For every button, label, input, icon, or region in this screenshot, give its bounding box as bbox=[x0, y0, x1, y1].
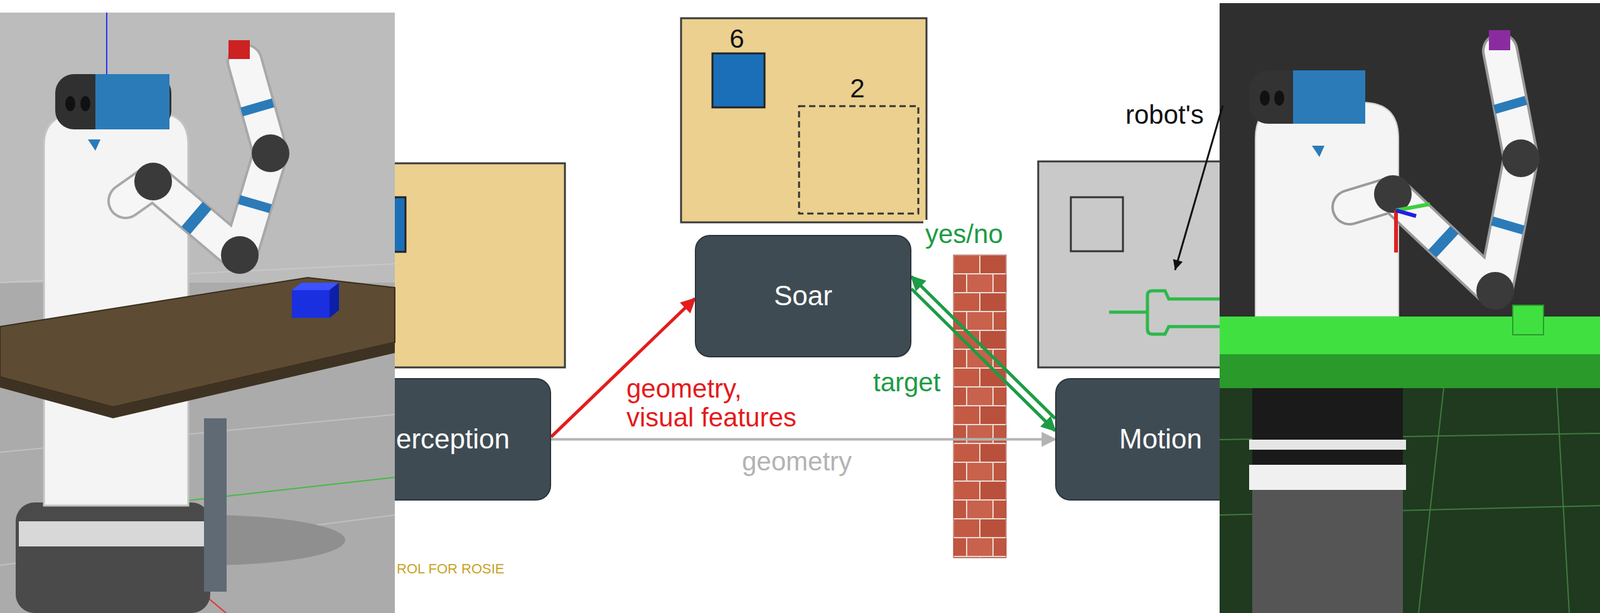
process-box: Motion bbox=[1055, 377, 1220, 501]
arm-band bbox=[256, 102, 259, 112]
robot-eye bbox=[80, 96, 91, 112]
logo-mark bbox=[87, 139, 101, 151]
tan-panel bbox=[376, 163, 565, 368]
axis-y bbox=[1395, 204, 1430, 211]
note-label: ROL FOR ROSIE bbox=[396, 561, 505, 577]
scene-panel-top bbox=[681, 18, 927, 223]
gripper-outline bbox=[1147, 290, 1231, 334]
process-box: Soar bbox=[694, 234, 912, 358]
robot-base bbox=[15, 502, 211, 613]
cube-side bbox=[329, 282, 339, 318]
table-band bbox=[1219, 354, 1600, 388]
robot-eye bbox=[1259, 90, 1270, 106]
arm-joint bbox=[220, 236, 259, 274]
callout-number: 2 bbox=[849, 74, 865, 103]
leader-line bbox=[1175, 105, 1223, 270]
arm-joint bbox=[251, 134, 290, 172]
arm-joint bbox=[1502, 139, 1540, 178]
edge-label: geometry, visual features bbox=[624, 374, 808, 432]
head-band bbox=[95, 74, 170, 130]
block-outline bbox=[1070, 197, 1123, 252]
tan-panel bbox=[681, 18, 927, 223]
arm-outline bbox=[125, 61, 271, 255]
process-box: erception bbox=[394, 377, 552, 501]
arm-band bbox=[253, 199, 257, 209]
robot-eye bbox=[65, 96, 76, 112]
arm-band bbox=[1508, 100, 1512, 110]
arm-outline bbox=[1349, 50, 1521, 291]
base-stripe bbox=[18, 520, 208, 547]
note-label: robot's bbox=[1125, 100, 1204, 130]
table-leg bbox=[204, 418, 227, 592]
arm-band bbox=[1439, 237, 1448, 246]
scene-panel-right bbox=[1038, 161, 1240, 368]
grid-line bbox=[1556, 387, 1570, 613]
brick-wall bbox=[953, 254, 1007, 558]
node-label: Soar bbox=[773, 280, 833, 311]
gazebo-screenshot bbox=[0, 12, 395, 613]
axis-z bbox=[1395, 210, 1417, 216]
green-cube bbox=[1512, 305, 1544, 335]
robot-base bbox=[1252, 387, 1403, 613]
base-stripe bbox=[1249, 464, 1407, 490]
edge-label: target bbox=[871, 367, 943, 397]
node-label: erception bbox=[396, 423, 510, 454]
arm-joint bbox=[1476, 271, 1515, 310]
axis-x bbox=[1394, 210, 1398, 253]
robot-arm bbox=[1349, 50, 1521, 291]
robot-head bbox=[55, 74, 172, 130]
table-top bbox=[0, 277, 395, 407]
robot-arm bbox=[125, 61, 271, 255]
node-label: Motion bbox=[1119, 423, 1203, 454]
gripper bbox=[228, 40, 250, 60]
arm-band bbox=[1506, 220, 1509, 230]
ground bbox=[0, 12, 395, 613]
robot-eye bbox=[1274, 90, 1285, 106]
blue-block bbox=[712, 53, 765, 108]
gripper bbox=[1488, 30, 1511, 51]
rviz-screenshot bbox=[1219, 3, 1600, 613]
callout-number: 6 bbox=[729, 24, 744, 54]
gripper-tip bbox=[1109, 310, 1148, 314]
grid-line bbox=[1418, 387, 1444, 613]
base-lower bbox=[1252, 489, 1403, 613]
arm-band bbox=[192, 214, 201, 222]
arm-joint bbox=[134, 162, 172, 201]
scene-panel-left bbox=[376, 163, 565, 368]
blue-cube bbox=[291, 289, 330, 318]
floor bbox=[1219, 387, 1600, 613]
base-stripe bbox=[1249, 439, 1407, 450]
head-band bbox=[1293, 70, 1366, 124]
target-region bbox=[799, 106, 919, 214]
edge-label: yes/no bbox=[923, 219, 1005, 249]
grey-panel bbox=[1038, 161, 1240, 368]
connector-arrow bbox=[911, 276, 1056, 419]
connector-arrow bbox=[551, 438, 1056, 441]
logo-mark bbox=[1311, 145, 1325, 157]
connector-arrow bbox=[911, 288, 1056, 431]
table-edge bbox=[0, 342, 395, 419]
background bbox=[1219, 3, 1600, 613]
robot-head bbox=[1249, 70, 1366, 124]
edge-label: geometry bbox=[740, 446, 854, 476]
